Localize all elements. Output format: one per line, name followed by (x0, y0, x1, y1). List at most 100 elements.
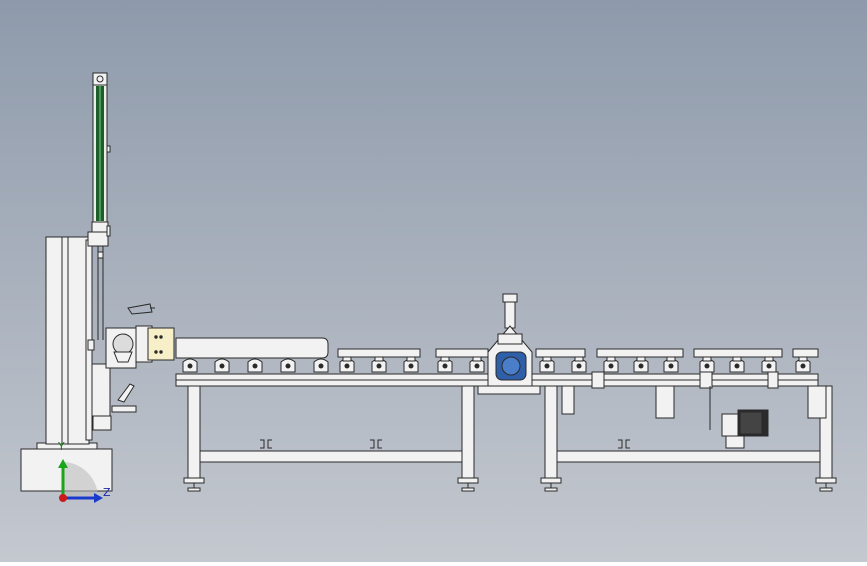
gripper-head (87, 303, 175, 431)
drive-train (572, 371, 816, 449)
roller-bracket (406, 356, 416, 362)
cylinder-bottom-cap (91, 221, 109, 233)
foot (815, 477, 837, 484)
roller-axle (408, 363, 414, 369)
station-top-bar (693, 348, 783, 358)
belt-body (175, 337, 329, 359)
roller-axle (800, 363, 806, 369)
coupling (699, 371, 713, 389)
station-top-bar (337, 348, 421, 358)
roller-bracket (542, 356, 552, 362)
triad-plane (62, 461, 98, 496)
roller-bracket (666, 356, 676, 362)
pad-screw (159, 350, 163, 354)
station-top-bar (792, 348, 819, 358)
cylinder-pin (96, 75, 104, 83)
gripper-pad (147, 327, 175, 361)
air-fitting (127, 303, 153, 315)
roller-axle (608, 363, 614, 369)
roller-bracket (574, 356, 584, 362)
motor-mount (725, 435, 745, 449)
lever-base (111, 405, 137, 413)
cylinder-sensor (106, 145, 111, 153)
leg (187, 385, 201, 479)
roller-axle (576, 363, 582, 369)
infeed-belt (175, 337, 329, 359)
gripper-bottom-bracket (92, 415, 112, 431)
roller-axle (766, 363, 772, 369)
center-rotary-station (477, 293, 541, 395)
z-axis-head (94, 493, 103, 503)
foot-pad (544, 487, 558, 492)
pad-screw (154, 335, 158, 339)
adjust-lever (117, 383, 135, 403)
rail-bracket (618, 439, 630, 449)
roller-axle (344, 363, 350, 369)
hanger-plate (807, 385, 827, 419)
lower-rail (199, 450, 463, 463)
station-base (477, 385, 541, 395)
gearbox (721, 413, 739, 437)
spindle (504, 301, 516, 329)
roller-axle (252, 363, 258, 369)
pad-screw (159, 335, 163, 339)
roller-axle (474, 363, 480, 369)
foot-pad (187, 487, 201, 492)
leg (544, 385, 558, 479)
vertical-cylinder (87, 72, 111, 340)
roller-bracket (440, 356, 450, 362)
motor-hub (501, 356, 521, 376)
station-top-bar (435, 348, 489, 358)
roller-bracket (798, 356, 808, 362)
roller-row-left (182, 358, 329, 373)
roller-axle (285, 363, 291, 369)
gripper-jaw (113, 351, 133, 363)
roller-bracket (472, 356, 482, 362)
station-top-bar (596, 348, 684, 358)
roller-axle (668, 363, 674, 369)
roller-bracket (636, 356, 646, 362)
roller-axle (219, 363, 225, 369)
x-axis-dot (59, 494, 67, 502)
leg (461, 385, 475, 479)
roller-axle (734, 363, 740, 369)
gripper-rotary (112, 333, 134, 355)
foot (540, 477, 562, 484)
station-clamp (497, 333, 523, 345)
roller-axle (638, 363, 644, 369)
roller-axle (442, 363, 448, 369)
cylinder-mount-block (87, 231, 109, 247)
spindle-cap (502, 293, 518, 303)
roller-bracket (764, 356, 774, 362)
motor-fins (739, 411, 763, 435)
roller-bracket (342, 356, 352, 362)
gripper-lower-block (91, 363, 111, 417)
foot-pad (461, 487, 475, 492)
coordinate-triad (58, 459, 103, 503)
coupling (767, 371, 779, 389)
roller-bracket (732, 356, 742, 362)
cylinder-sensor (106, 225, 111, 237)
roller-axle (544, 363, 550, 369)
rod-clamp (97, 251, 104, 259)
coupling (591, 371, 605, 389)
rail-bracket (260, 439, 272, 449)
roller-bracket (374, 356, 384, 362)
pad-screw (154, 350, 158, 354)
roller-axle (704, 363, 710, 369)
rail-bracket (370, 439, 382, 449)
z-axis-label: Z (103, 486, 111, 499)
lower-rail (556, 450, 821, 463)
gripper-stop (87, 339, 95, 351)
y-axis-head (58, 459, 68, 468)
roller-stations (337, 348, 819, 373)
foot (183, 477, 205, 484)
machine-assembly (20, 72, 837, 492)
hanger-plate (561, 385, 575, 415)
station-top-bar (535, 348, 586, 358)
roller-bracket (702, 356, 712, 362)
roller-axle (318, 363, 324, 369)
